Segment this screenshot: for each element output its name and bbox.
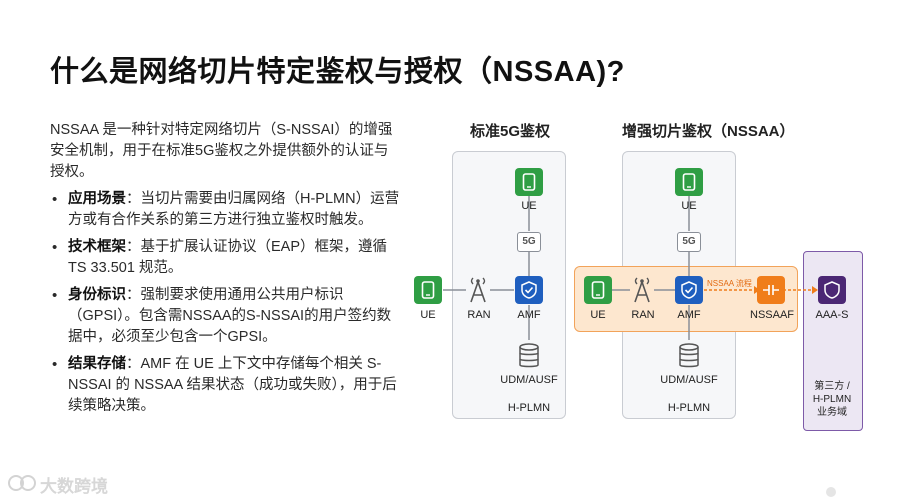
bullet-item: 结果存储：AMF 在 UE 上下文中存储每个相关 S-NSSAI 的 NSSAA… [50, 354, 400, 417]
udm-label-enh: UDM/AUSF [660, 374, 718, 386]
shield-icon [818, 276, 846, 304]
bullet-label: 结果存储 [68, 356, 126, 372]
amf-label-enh: AMF [677, 309, 701, 321]
intro-text: NSSAA 是一种针对特定网络切片（S-NSSAI）的增强安全机制，用于在标准5… [50, 122, 393, 180]
arrow-to-aaa [812, 286, 818, 294]
bullet-text: ：AMF 在 UE 上下文中存储每个相关 S-NSSAI 的 NSSAA 结果状… [68, 356, 397, 414]
watermark-text: 大数跨境 [40, 477, 108, 496]
ue-top-label-std: UE [521, 200, 537, 212]
phone-icon [515, 168, 543, 196]
third-party-line: H-PLMN [812, 394, 852, 405]
bullet-text: ：当切片需要由归属网络（H-PLMN）运营方或有合作关系的第三方进行独立鉴权时触… [68, 191, 400, 228]
third-party-label: 第三方 / H-PLMN 业务域 [806, 380, 858, 419]
corner-dot [826, 487, 836, 497]
ran-label-enh: RAN [631, 309, 655, 321]
nssaaf-label: NSSAAF [750, 309, 795, 321]
bullet-item: 应用场景：当切片需要由归属网络（H-PLMN）运营方或有合作关系的第三方进行独立… [50, 189, 400, 231]
bullet-list: 应用场景：当切片需要由归属网络（H-PLMN）运营方或有合作关系的第三方进行独立… [50, 189, 400, 417]
hplmn-label-enh: H-PLMN [667, 402, 711, 414]
database-icon [678, 343, 700, 374]
watermark-logo-icon [8, 472, 38, 499]
third-party-line: 业务域 [817, 407, 847, 418]
bullet-item: 身份标识：强制要求使用通用公共用户标识（GPSI）。包含需NSSAA的S-NSS… [50, 285, 400, 348]
bullet-label: 技术框架 [68, 239, 126, 255]
bullet-text: ：基于扩展认证协议（EAP）框架，遵循 TS 33.501 规范。 [68, 239, 388, 276]
shield-icon [675, 276, 703, 304]
hplmn-label-std: H-PLMN [507, 402, 551, 414]
5g-tag-enh: 5G [677, 232, 701, 252]
enhanced-auth-title: 增强切片鉴权（NSSAA） [622, 123, 795, 140]
description-panel: NSSAA 是一种针对特定网络切片（S-NSSAI）的增强安全机制，用于在标准5… [50, 120, 400, 423]
ran-label-std: RAN [467, 309, 491, 321]
standard-hplmn-panel [452, 151, 566, 419]
ue-left-label-std: UE [420, 309, 436, 321]
ue-top-label-enh: UE [681, 200, 697, 212]
bullet-item: 技术框架：基于扩展认证协议（EAP）框架，遵循 TS 33.501 规范。 [50, 237, 400, 279]
nssaa-flow-label: NSSAA 流程 [707, 279, 752, 288]
aaa-label: AAA-S [815, 309, 849, 321]
bullet-label: 身份标识 [68, 287, 126, 303]
bullet-label: 应用场景 [68, 191, 126, 207]
gateway-icon [757, 276, 785, 304]
antenna-icon [466, 274, 490, 309]
udm-label-std: UDM/AUSF [500, 374, 558, 386]
page-title: 什么是网络切片特定鉴权与授权（NSSAA)? [50, 56, 625, 88]
phone-icon [584, 276, 612, 304]
standard-auth-title: 标准5G鉴权 [470, 123, 551, 140]
5g-tag-std: 5G [517, 232, 541, 252]
phone-icon [414, 276, 442, 304]
amf-label-std: AMF [517, 309, 541, 321]
phone-icon [675, 168, 703, 196]
antenna-icon [630, 274, 654, 309]
third-party-line: 第三方 / [814, 381, 850, 392]
database-icon [518, 343, 540, 374]
ue-left-label-enh: UE [590, 309, 606, 321]
bullet-text: ：强制要求使用通用公共用户标识（GPSI）。包含需NSSAA的S-NSSAI的用… [68, 287, 392, 345]
shield-icon [515, 276, 543, 304]
